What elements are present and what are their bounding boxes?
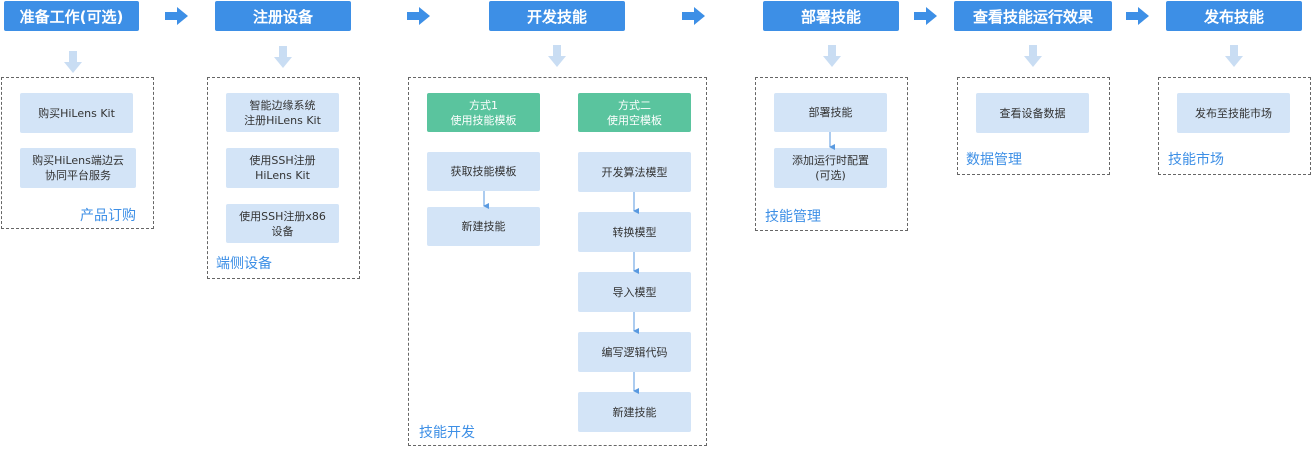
step-publish-skill: 发布技能 xyxy=(1166,1,1302,31)
group-label-skill-dev: 技能开发 xyxy=(419,425,475,441)
down-arrow-icon xyxy=(1024,45,1042,67)
group-label-skill-mgmt: 技能管理 xyxy=(765,209,821,225)
down-arrow-icon xyxy=(64,51,82,73)
down-arrow-icon xyxy=(274,46,292,68)
box-new-skill-method1: 新建技能 xyxy=(427,207,540,246)
box-view-device-data: 查看设备数据 xyxy=(976,93,1089,133)
flow-arrow-right-icon xyxy=(682,7,705,25)
group-label-skill-market: 技能市场 xyxy=(1168,152,1224,168)
box-write-logic-code: 编写逻辑代码 xyxy=(578,332,691,372)
box-register-ssh-x86: 使用SSH注册x86 设备 xyxy=(226,204,339,243)
group-product-order xyxy=(1,77,154,229)
box-deploy-skill: 部署技能 xyxy=(774,93,887,132)
box-get-skill-template: 获取技能模板 xyxy=(427,152,540,191)
box-develop-algorithm-model: 开发算法模型 xyxy=(578,152,691,192)
box-buy-hilens-kit: 购买HiLens Kit xyxy=(20,93,133,133)
box-buy-platform-service: 购买HiLens端边云 协同平台服务 xyxy=(20,148,136,188)
step-deploy-skill: 部署技能 xyxy=(763,1,899,31)
down-arrow-icon xyxy=(1225,45,1243,67)
down-arrow-icon xyxy=(823,45,841,67)
group-label-product-order: 产品订购 xyxy=(80,208,136,224)
box-import-model: 导入模型 xyxy=(578,272,691,312)
group-label-data-mgmt: 数据管理 xyxy=(966,152,1022,168)
group-skill-dev xyxy=(408,77,707,446)
connector-arrow-icon xyxy=(633,372,639,394)
group-skill-mgmt xyxy=(755,77,908,231)
box-publish-to-market: 发布至技能市场 xyxy=(1177,93,1290,133)
flow-arrow-right-icon xyxy=(914,7,937,25)
group-device xyxy=(207,77,360,279)
connector-arrow-icon xyxy=(829,132,835,150)
down-arrow-icon xyxy=(548,45,566,67)
box-new-skill-method2: 新建技能 xyxy=(578,392,691,432)
connector-arrow-icon xyxy=(633,312,639,334)
box-register-ssh-kit: 使用SSH注册 HiLens Kit xyxy=(226,148,339,188)
group-label-device: 端侧设备 xyxy=(216,256,272,272)
connector-arrow-icon xyxy=(633,192,639,214)
group-data-mgmt xyxy=(957,77,1110,175)
flow-arrow-right-icon xyxy=(1126,7,1149,25)
box-register-edge-system: 智能边缘系统 注册HiLens Kit xyxy=(226,93,339,132)
step-prepare: 准备工作(可选) xyxy=(4,1,139,31)
step-register-device: 注册设备 xyxy=(215,1,351,31)
method2-header: 方式二 使用空模板 xyxy=(578,93,691,132)
box-add-runtime-config: 添加运行时配置 (可选) xyxy=(774,148,887,188)
method1-header: 方式1 使用技能模板 xyxy=(427,93,540,132)
connector-arrow-icon xyxy=(483,191,489,209)
flow-arrow-right-icon xyxy=(165,7,188,25)
box-convert-model: 转换模型 xyxy=(578,212,691,252)
step-view-effect: 查看技能运行效果 xyxy=(954,1,1112,31)
connector-arrow-icon xyxy=(633,252,639,274)
step-develop-skill: 开发技能 xyxy=(489,1,625,31)
flow-arrow-right-icon xyxy=(407,7,430,25)
